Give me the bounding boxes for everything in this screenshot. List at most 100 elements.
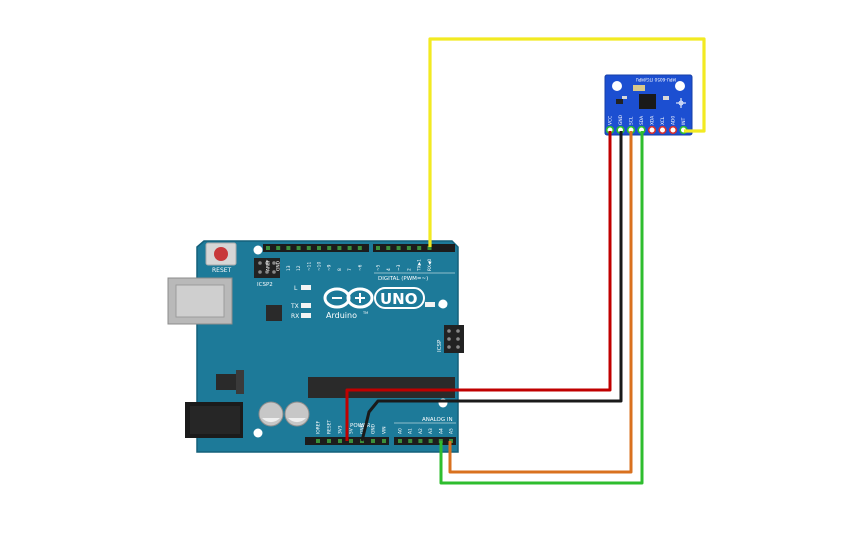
digital-pin-7[interactable] xyxy=(347,246,352,250)
digital-pin-5[interactable] xyxy=(376,246,380,250)
reset-label: RESET xyxy=(212,267,232,274)
usb-connector xyxy=(167,277,233,325)
sensor-pin-xcl[interactable] xyxy=(658,125,667,135)
reset-button-cap xyxy=(214,247,228,261)
sensor-pin-ad0[interactable] xyxy=(668,125,678,135)
digital-pin-9[interactable] xyxy=(327,246,332,250)
icsp-label: ICSP xyxy=(437,339,443,352)
digital-pin-label: ~10 xyxy=(317,262,323,271)
wire-black-gnd-to-gnd[interactable] xyxy=(360,131,623,442)
sensor-pin-label: AD0 xyxy=(671,116,677,125)
tx-led xyxy=(301,303,311,308)
digital-pin-aref[interactable] xyxy=(266,246,270,250)
analog-pin-label: A4 xyxy=(438,428,444,434)
analog-pin-a3[interactable] xyxy=(428,439,433,443)
power-pin-label: GND xyxy=(360,423,366,434)
analog-pin-label: A2 xyxy=(418,428,424,434)
board-outline xyxy=(196,240,459,453)
wire-red-vcc-to-5v[interactable] xyxy=(345,131,612,441)
digital-pin-3[interactable] xyxy=(396,246,401,250)
analog-pin-label: A0 xyxy=(398,428,404,434)
digital-header-right xyxy=(373,244,455,252)
digital-pin-13[interactable] xyxy=(286,246,291,250)
mpu6050-chip xyxy=(639,94,656,109)
sensor-mounting-hole xyxy=(612,81,622,91)
power-pin-vin[interactable] xyxy=(382,439,386,443)
uno-label: UNO xyxy=(380,290,418,308)
sensor-pin-label: XDA xyxy=(650,116,656,125)
mounting-hole xyxy=(253,245,263,255)
rx-led-label: RX xyxy=(291,313,299,320)
digital-pin-label: ~5 xyxy=(376,264,382,271)
analog-pin-label: A1 xyxy=(408,428,414,434)
wire-orange-scl-to-a5[interactable] xyxy=(448,131,633,474)
digital-pin-rx-0[interactable] xyxy=(427,246,432,250)
power-pin-label: IOREF xyxy=(316,420,322,434)
digital-pin-label: 2 xyxy=(406,268,412,271)
sensor-pin-label: GND xyxy=(618,114,624,125)
arduino-uno-board: RESET ICSP2 L TX RX ON xyxy=(167,240,464,453)
power-pin-label: RESET xyxy=(327,420,333,434)
icsp2-label: ICSP2 xyxy=(257,282,273,288)
digital-pin-6[interactable] xyxy=(357,246,362,250)
digital-pin-10[interactable] xyxy=(317,246,321,250)
mounting-hole xyxy=(253,428,263,438)
power-pin-3v3[interactable] xyxy=(338,439,342,443)
sensor-smd-component xyxy=(663,96,669,100)
dc-power-jack xyxy=(185,402,243,438)
power-pin-reset[interactable] xyxy=(327,439,331,443)
sensor-pin-label: SCL xyxy=(629,116,635,125)
wire-yellow-int-to-d2[interactable] xyxy=(428,37,706,247)
digital-pin-label: 4 xyxy=(386,268,392,271)
digital-pin-tx-1[interactable] xyxy=(417,246,422,250)
capacitor xyxy=(258,401,284,427)
mounting-hole xyxy=(438,299,448,309)
analog-header xyxy=(394,437,456,445)
digital-pin-gnd[interactable] xyxy=(276,246,281,250)
axis-indicator-icon xyxy=(676,98,686,108)
analog-pin-label: A3 xyxy=(428,428,434,434)
uno-logo-badge: UNO xyxy=(374,287,425,309)
tx-led-label: TX xyxy=(290,303,299,310)
power-pin-label: VIN xyxy=(382,426,388,434)
icsp-header xyxy=(444,325,464,353)
analog-pin-a0[interactable] xyxy=(398,439,402,443)
analog-pin-a1[interactable] xyxy=(408,439,413,443)
l-led xyxy=(301,285,311,290)
on-led-label: ON xyxy=(438,302,447,309)
analog-section-label: ANALOG IN xyxy=(422,417,453,423)
analog-pin-a2[interactable] xyxy=(418,439,423,443)
digital-section-label: DIGITAL (PWM=~) xyxy=(378,276,428,282)
digital-pin-11[interactable] xyxy=(306,246,311,250)
power-pin-label: GND xyxy=(371,423,377,434)
digital-pin-8[interactable] xyxy=(337,246,342,250)
trademark-label: TM xyxy=(362,311,368,315)
power-pin-ioref[interactable] xyxy=(316,439,320,443)
power-pin-label: 3V3 xyxy=(338,425,344,434)
sensor-pin-label: SDA xyxy=(639,116,645,125)
sensor-crystal xyxy=(633,85,645,91)
analog-pin-label: A5 xyxy=(449,428,455,434)
power-section-label: POWER xyxy=(350,423,371,429)
sensor-mounting-hole xyxy=(675,81,685,91)
digital-pin-2[interactable] xyxy=(406,246,411,250)
digital-header-left xyxy=(263,244,369,252)
digital-pin-label: ~11 xyxy=(306,262,312,271)
brand-label: Arduino xyxy=(326,311,357,320)
usb-interface-chip xyxy=(266,305,282,321)
sensor-pin-xda[interactable] xyxy=(647,125,657,135)
digital-pin-label: 12 xyxy=(296,265,302,271)
digital-pin-12[interactable] xyxy=(296,246,301,250)
digital-pin-4[interactable] xyxy=(386,246,391,250)
power-pin-gnd[interactable] xyxy=(371,439,375,443)
power-pin-5v[interactable] xyxy=(349,439,353,443)
digital-pin-label: GND xyxy=(276,260,282,271)
sensor-smd-component xyxy=(616,99,623,104)
sensor-title: MPU-6050 ITG/MPU xyxy=(636,77,676,82)
wire-green-sda-to-a4[interactable] xyxy=(439,131,644,485)
sensor-pin-label: VCC xyxy=(608,116,614,125)
voltage-regulator xyxy=(216,370,244,394)
